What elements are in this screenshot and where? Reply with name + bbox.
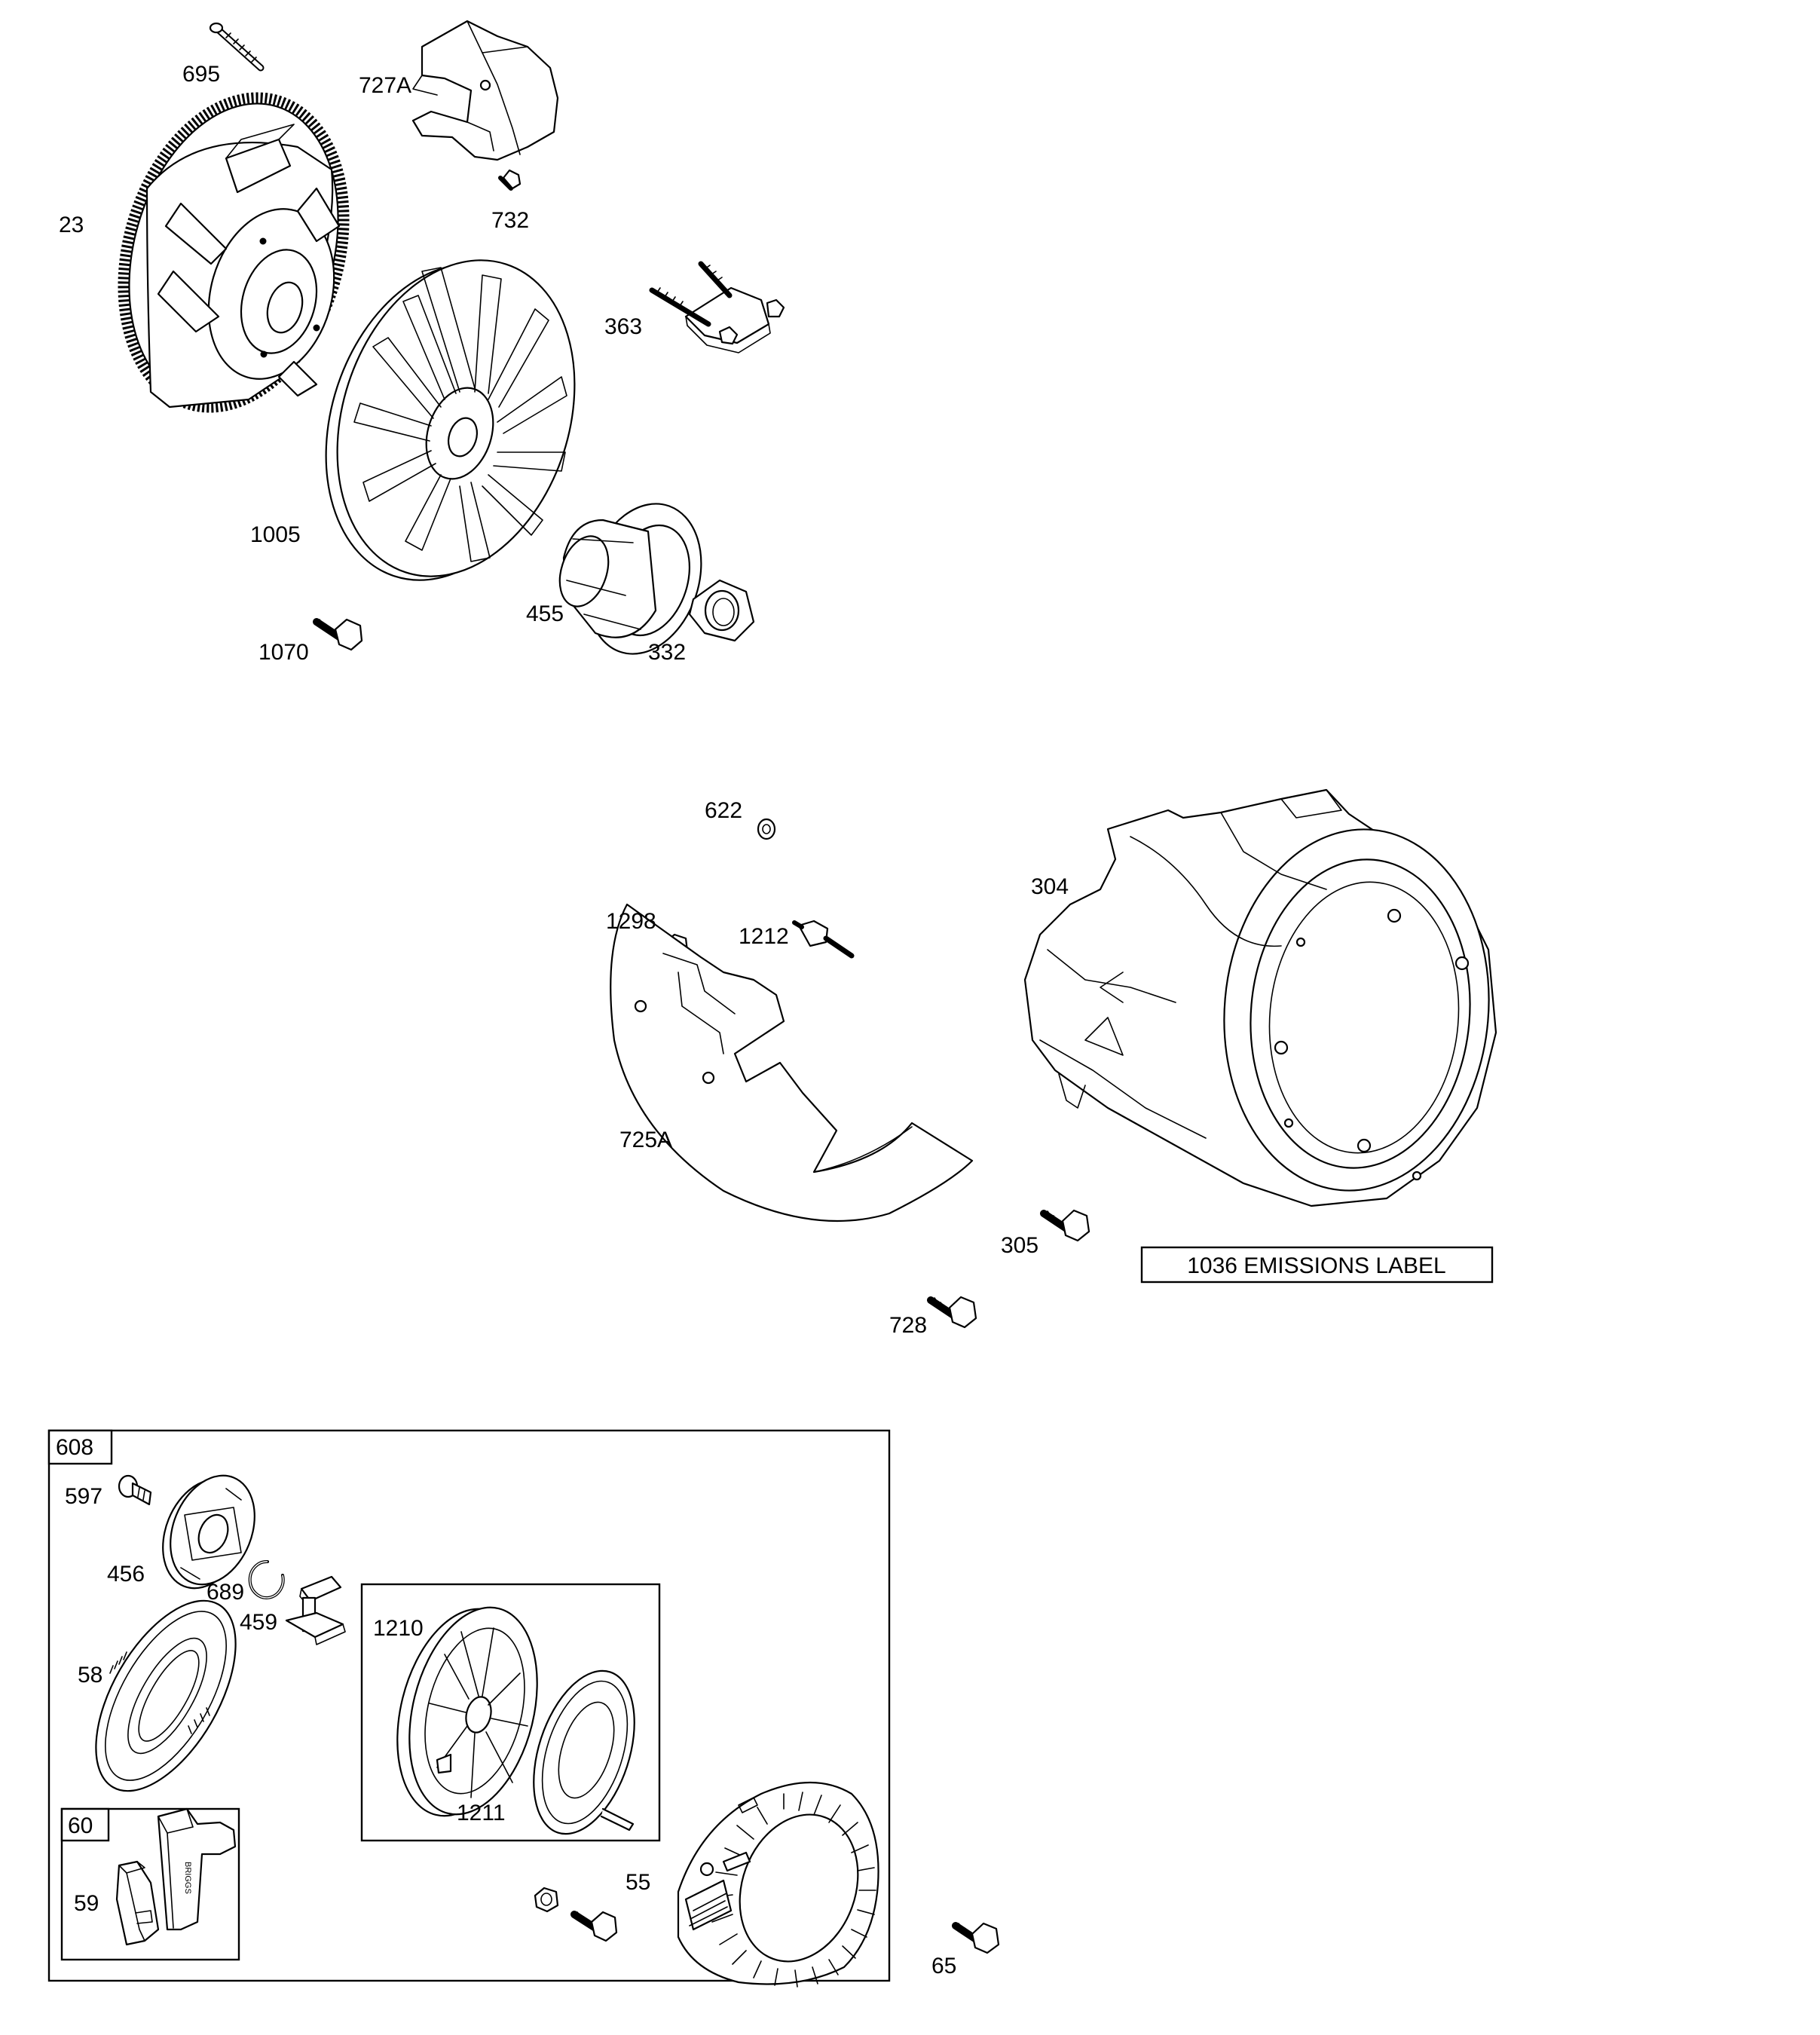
callout-725a: 725A (619, 1128, 672, 1152)
callout-695: 695 (182, 62, 220, 87)
screw-597 (118, 1474, 152, 1506)
callout-363: 363 (604, 314, 642, 339)
screw-732 (498, 169, 522, 191)
kit-60-frame: 60 (60, 1807, 240, 1961)
nut-starter (534, 1887, 559, 1913)
retainer-456 (162, 1474, 255, 1590)
callout-1212: 1212 (739, 924, 789, 949)
callout-689: 689 (206, 1580, 244, 1605)
callout-23: 23 (59, 213, 84, 237)
callout-1070: 1070 (258, 640, 309, 665)
kit-608-tag: 608 (56, 1435, 93, 1460)
cover-725a (610, 903, 974, 1223)
washer-622 (757, 818, 776, 840)
callout-456: 456 (107, 1562, 145, 1587)
callout-597: 597 (65, 1484, 102, 1509)
callout-1210: 1210 (373, 1616, 424, 1641)
screw-695 (209, 22, 265, 72)
cup-455 (558, 503, 702, 655)
starter-handle: BRIGGS (157, 1807, 237, 1931)
callout-622: 622 (705, 798, 742, 823)
callout-1005: 1005 (250, 522, 301, 547)
nut-332 (688, 579, 755, 642)
pulley-1210 (396, 1606, 538, 1817)
callout-459: 459 (240, 1610, 277, 1635)
callout-732: 732 (491, 208, 529, 233)
flywheel-23 (118, 92, 350, 413)
insert-59 (115, 1860, 160, 1946)
callout-55: 55 (626, 1870, 650, 1895)
screw-305 (1040, 1209, 1090, 1242)
callout-332: 332 (648, 640, 686, 665)
callout-59: 59 (74, 1891, 99, 1916)
callout-304: 304 (1031, 874, 1069, 899)
callout-1298: 1298 (606, 909, 656, 934)
fan-1005 (325, 259, 576, 581)
callout-728: 728 (889, 1313, 927, 1338)
emissions-label-box: 1036 EMISSIONS LABEL (1140, 1246, 1494, 1284)
callout-305: 305 (1001, 1233, 1038, 1258)
blower-housing-304 (1023, 788, 1497, 1207)
screw-65 (952, 1922, 1000, 1954)
handle-brand-text: BRIGGS (183, 1862, 192, 1894)
rope-1211 (533, 1669, 635, 1835)
pulley-kit-frame (360, 1583, 661, 1842)
stud-1212 (792, 920, 855, 959)
callout-58: 58 (78, 1663, 102, 1688)
shroud-727a (411, 20, 559, 161)
callout-455: 455 (526, 601, 564, 626)
callout-1211: 1211 (457, 1801, 506, 1825)
callout-labels: 695 727A 23 732 363 1005 455 1070 332 62… (59, 62, 1069, 1978)
screw-starter (570, 1911, 618, 1942)
screw-728 (927, 1296, 977, 1329)
callout-727a: 727A (359, 73, 411, 98)
spring-58 (95, 1599, 237, 1792)
emissions-label-text: 1036 EMISSIONS LABEL (1187, 1253, 1446, 1278)
ring-689 (248, 1559, 285, 1599)
bracket-363 (649, 261, 785, 353)
pawl-459 (285, 1575, 346, 1645)
kit-60-tag: 60 (68, 1813, 93, 1838)
callout-65: 65 (931, 1954, 956, 1978)
screw-1070 (313, 618, 363, 651)
starter-housing-55 (677, 1781, 879, 1988)
kit-608-frame: 608 (47, 1429, 891, 1982)
